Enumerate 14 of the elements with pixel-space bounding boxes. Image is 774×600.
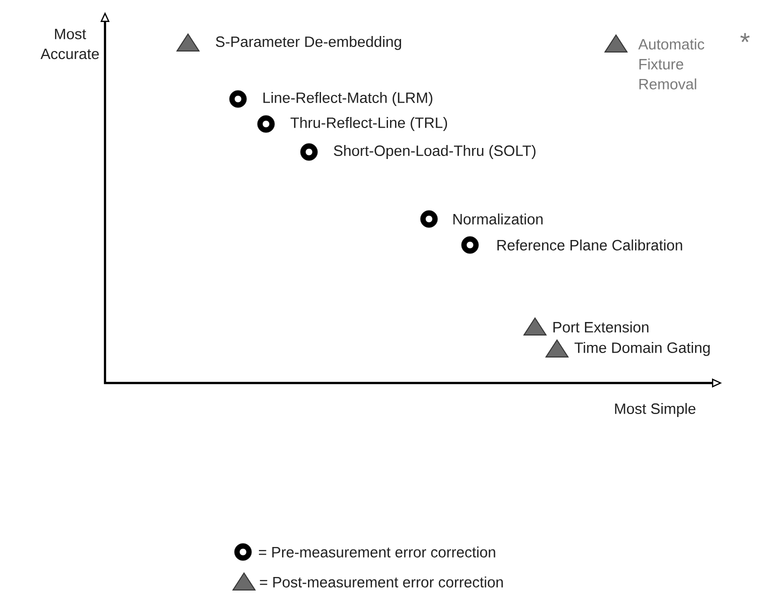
point-label: Thru-Reflect-Line (TRL) <box>290 117 448 131</box>
point-label: S-Parameter De-embedding <box>216 36 402 50</box>
point-label: Normalization <box>453 214 543 224</box>
point-label: Short-Open-Load-Thru (SOLT) <box>334 145 536 159</box>
legend-text: = Post-measurement error correction <box>260 576 503 588</box>
point-label: Time Domain Gating <box>574 342 710 356</box>
asterisk: * <box>740 33 750 42</box>
point-label: Line-Reflect-Match (LRM) <box>263 92 432 106</box>
point-label: Reference Plane Calibration <box>497 240 682 250</box>
point-label: Automatic Fixture Removal <box>638 38 704 90</box>
point-label: Port Extension <box>553 322 648 332</box>
axis-label: Most Simple <box>615 403 696 417</box>
axis-label: Most Accurate <box>40 28 99 60</box>
legend-text: = Pre-measurement error correction <box>258 546 496 558</box>
